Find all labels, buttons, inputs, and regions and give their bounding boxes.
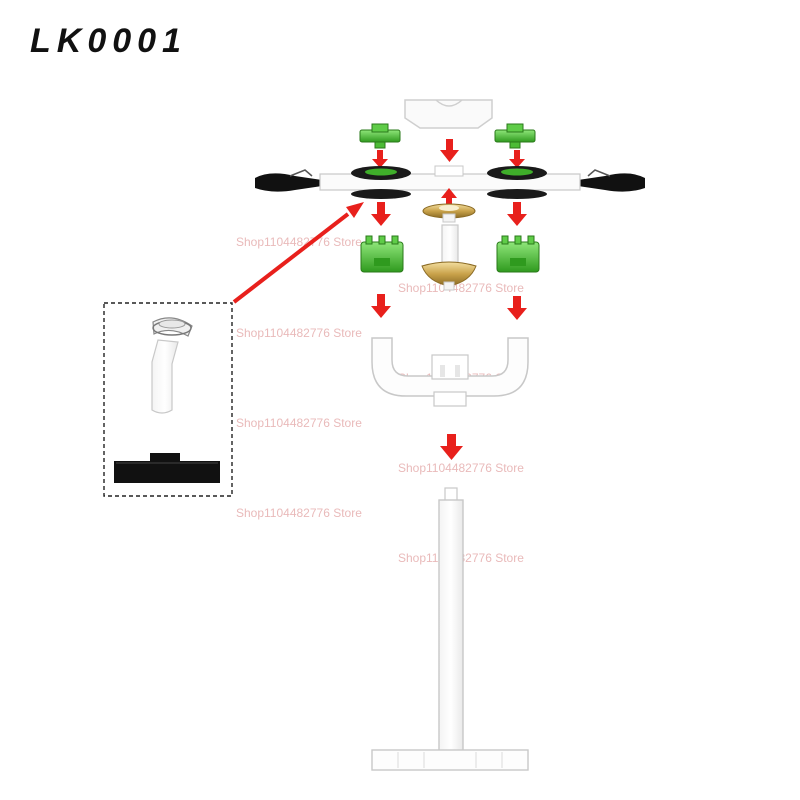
arrow-down-icon [371, 202, 391, 226]
watermark-text: Shop1104482776 Store [398, 281, 524, 295]
arrow-down-icon [507, 296, 527, 320]
watermarks: Shop1104482776 Store Shop1104482776 Stor… [236, 235, 524, 565]
green-clip-right [496, 235, 540, 273]
clear-angled-tube [151, 317, 193, 414]
watermark-text: Shop1104482776 Store [236, 506, 362, 520]
arrow-down-icon [372, 150, 388, 168]
top-bracket-piece [404, 99, 493, 129]
pole-stand [371, 487, 529, 771]
arrow-down-icon [440, 434, 463, 460]
arrow-down-icon [371, 294, 391, 318]
watermark-text: Shop1104482776 Store [398, 461, 524, 475]
arrow-up-icon [441, 188, 457, 205]
black-tile-plate [114, 453, 220, 483]
green-top-piece-left [359, 123, 401, 149]
green-clip-left [360, 235, 404, 273]
clear-u-bar [371, 337, 529, 407]
wing-plate [255, 165, 645, 199]
page-title: LK0001 [30, 22, 187, 60]
arrow-down-icon [509, 150, 525, 168]
arrow-down-icon [440, 139, 459, 162]
diagonal-arrow-icon [232, 202, 364, 304]
green-top-piece-right [494, 123, 536, 149]
arrow-down-icon [507, 202, 527, 226]
watermark-text: Shop1104482776 Store [236, 235, 362, 249]
gold-cone-piece [421, 224, 477, 291]
inset-detail-box [103, 302, 233, 497]
gold-dish-small [422, 203, 476, 223]
watermark-text: Shop1104482776 Store [236, 416, 362, 430]
watermark-text: Shop1104482776 Store [236, 326, 362, 340]
